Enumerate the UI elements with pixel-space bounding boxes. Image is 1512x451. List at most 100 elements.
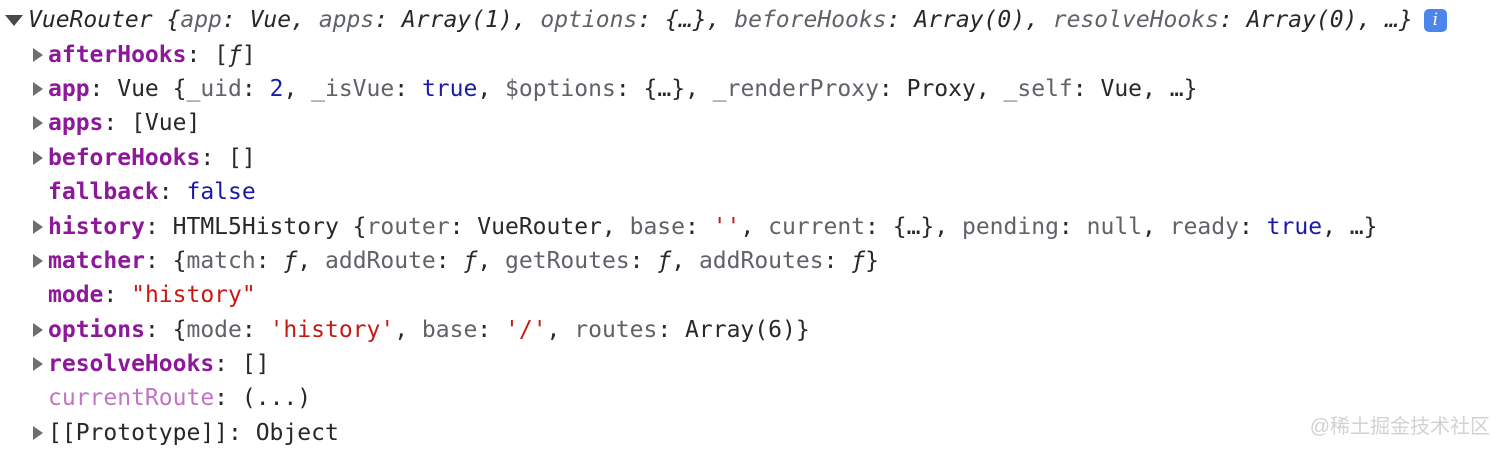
seg-fn: ƒ (851, 247, 866, 274)
info-icon[interactable]: i (1423, 8, 1447, 32)
seg-gray: addRoutes (698, 247, 824, 274)
seg-dark: : (241, 75, 270, 102)
seg-dark: , …} (1322, 213, 1378, 240)
row-gutter (0, 141, 48, 175)
seg-dark: , (477, 247, 506, 274)
seg-gray: _isVue (311, 75, 395, 102)
seg-string: '/' (505, 316, 547, 343)
seg-dark: : Object (228, 419, 339, 446)
seg-dark: : (823, 247, 852, 274)
seg-gray: app (180, 7, 222, 34)
row-gutter (0, 313, 48, 347)
seg-gray: pending (961, 213, 1059, 240)
seg-bool: true (1266, 213, 1323, 240)
property-key: options (48, 316, 145, 343)
seg-dark: : Array(1), (374, 7, 541, 34)
seg-dark: , (297, 247, 325, 274)
row-gutter (0, 106, 48, 140)
seg-dark: , (671, 247, 699, 274)
seg-dark: : (629, 247, 658, 274)
seg-dark: : {…}, (615, 75, 713, 102)
tree-row-resolveHooks[interactable]: resolveHooks: [] (0, 347, 1512, 381)
seg-string: '' (712, 213, 741, 240)
seg-dark: : (158, 179, 187, 206)
tree-row-afterHooks[interactable]: afterHooks: [ƒ] (0, 37, 1512, 71)
seg-gray: base (421, 316, 478, 343)
seg-dark: : (255, 247, 284, 274)
property-key: resolveHooks (48, 351, 215, 378)
property-key: matcher (48, 247, 145, 274)
seg-num: 2 (269, 75, 284, 102)
seg-gray: null (1086, 213, 1143, 240)
seg-dark: , (394, 316, 422, 343)
tree-row-options[interactable]: options: {mode: 'history', base: '/', ro… (0, 313, 1512, 347)
expand-triangle-icon[interactable] (33, 322, 43, 337)
getter-invoke-button[interactable]: (...) (241, 385, 312, 412)
expand-triangle-icon[interactable] (33, 425, 43, 440)
seg-string: 'history' (269, 316, 395, 343)
seg-dark: } (865, 247, 879, 274)
seg-dark: : Array(0), …} (1218, 7, 1413, 34)
seg-gray: _renderProxy (712, 75, 879, 102)
expand-triangle-icon[interactable] (33, 116, 43, 131)
seg-gray: ready (1169, 213, 1239, 240)
getter-property-key: currentRoute (48, 385, 215, 412)
seg-fn: ƒ (463, 247, 478, 274)
seg-dark: : (186, 41, 215, 68)
property-key: beforeHooks (48, 144, 201, 171)
seg-bool: true (421, 75, 478, 102)
tree-row-mode: mode: "history" (0, 278, 1512, 312)
row-gutter (0, 244, 48, 278)
seg-dark: , (1142, 213, 1170, 240)
seg-dark: , (477, 75, 506, 102)
seg-dark: : (685, 213, 713, 240)
console-object-root-row[interactable]: VueRouter {app: Vue, apps: Array(1), opt… (0, 3, 1512, 37)
seg-dark: : (435, 247, 464, 274)
seg-gray: apps (318, 7, 375, 34)
seg-dark: , (740, 213, 769, 240)
expand-triangle-icon[interactable] (33, 357, 43, 372)
seg-dark: : {…}, (865, 213, 962, 240)
row-gutter (0, 37, 48, 71)
seg-dark: : (477, 316, 505, 343)
row-gutter (0, 175, 48, 209)
tree-row-prototype[interactable]: [[Prototype]]: Object (0, 416, 1512, 450)
expand-triangle-icon[interactable] (33, 253, 43, 268)
seg-gray: getRoutes (505, 247, 630, 274)
seg-gray: _self (1003, 75, 1073, 102)
seg-dark: : Vue, (221, 7, 319, 34)
seg-gray: beforeHooks (734, 7, 887, 34)
expand-triangle-icon[interactable] (33, 47, 43, 62)
seg-dark: : Array(0), (886, 7, 1053, 34)
object-class-name: VueRouter (28, 7, 167, 34)
seg-gray: _uid (186, 75, 242, 102)
expand-triangle-icon[interactable] (33, 150, 43, 165)
seg-dark: : Array(6)} (657, 316, 810, 343)
seg-fn: ƒ (657, 247, 672, 274)
property-key: fallback (48, 179, 159, 206)
seg-dark: : (214, 385, 242, 412)
property-key: apps (48, 110, 104, 137)
row-gutter (0, 416, 48, 450)
seg-dark: : { (144, 316, 187, 343)
expand-triangle-icon[interactable] (33, 81, 43, 96)
property-key: app (48, 75, 90, 102)
tree-row-apps[interactable]: apps: [Vue] (0, 106, 1512, 140)
seg-dark: : (1238, 213, 1267, 240)
tree-row-history[interactable]: history: HTML5History {router: VueRouter… (0, 209, 1512, 243)
tree-row-beforeHooks[interactable]: beforeHooks: [] (0, 141, 1512, 175)
collapse-triangle-icon[interactable] (5, 14, 23, 26)
tree-row-matcher[interactable]: matcher: {match: ƒ, addRoute: ƒ, getRout… (0, 244, 1512, 278)
seg-dark: : [Vue] (103, 110, 201, 137)
expand-triangle-icon[interactable] (33, 219, 43, 234)
seg-dark: : Vue, …} (1072, 75, 1198, 102)
seg-dark: : [] (214, 351, 270, 378)
row-gutter (0, 3, 28, 37)
seg-gray: match (186, 247, 256, 274)
seg-dark: : Vue { (89, 75, 187, 102)
seg-gray: options (540, 7, 638, 34)
seg-gray: $options (505, 75, 616, 102)
tree-row-app[interactable]: app: Vue {_uid: 2, _isVue: true, $option… (0, 72, 1512, 106)
seg-dark: : (394, 75, 422, 102)
